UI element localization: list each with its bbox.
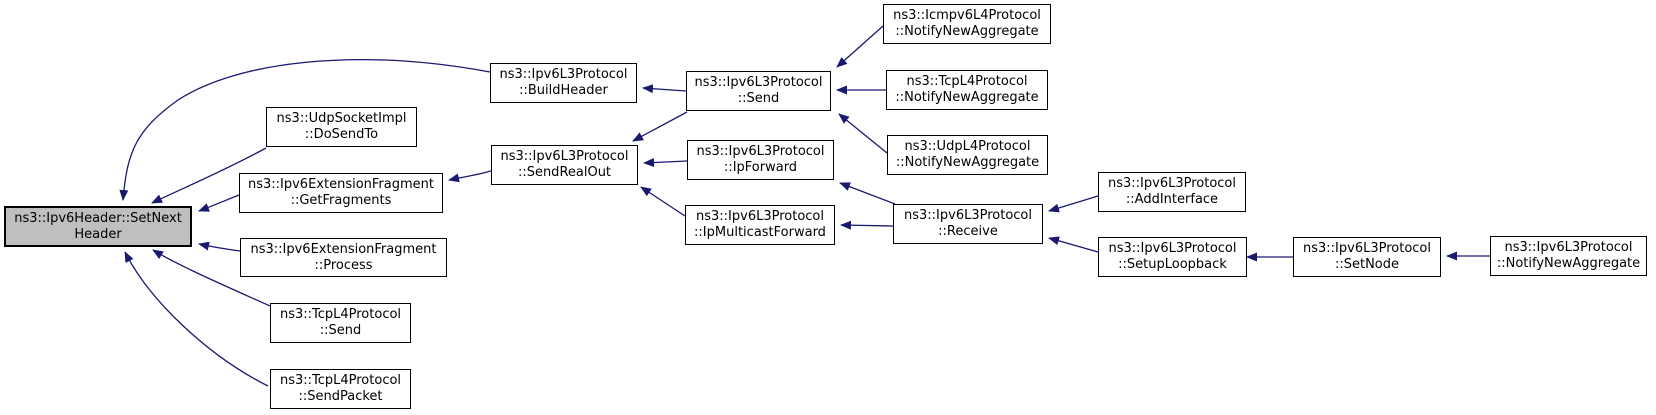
edge-icmpv6nna-to-send [836, 25, 884, 68]
node-ipv6l3protocol-ipforward[interactable]: ns3::Ipv6L3Protocol ::IpForward [687, 140, 834, 180]
edge-dosendto-to-setnextheader [151, 147, 267, 204]
edge-setuploopback-to-receive [1048, 236, 1099, 253]
node-icmpv6l4protocol-notifynewaggregate[interactable]: ns3::Icmpv6L4Protocol ::NotifyNewAggrega… [883, 4, 1051, 44]
node-ipv6l3protocol-addinterface[interactable]: ns3::Ipv6L3Protocol ::AddInterface [1098, 172, 1246, 212]
node-ipv6l3protocol-setnode[interactable]: ns3::Ipv6L3Protocol ::SetNode [1293, 237, 1441, 277]
edge-tcpsend-to-setnextheader [152, 249, 271, 307]
edge-receive-to-ipmulticastforward [840, 220, 894, 230]
edge-udpnna-to-send [838, 113, 888, 154]
edge-send-to-buildheader [642, 84, 687, 94]
edge-sendpacket-to-setnextheader [124, 251, 269, 387]
node-ipv6l3protocol-ipmulticastforward[interactable]: ns3::Ipv6L3Protocol ::IpMulticastForward [685, 205, 835, 245]
node-ipv6l3protocol-setuploopback[interactable]: ns3::Ipv6L3Protocol ::SetupLoopback [1098, 237, 1247, 277]
edge-ipmulticastforward-to-sendrealout [640, 186, 686, 217]
node-tcpl4protocol-notifynewaggregate[interactable]: ns3::TcpL4Protocol ::NotifyNewAggregate [886, 70, 1048, 110]
node-ipv6l3protocol-sendrealout[interactable]: ns3::Ipv6L3Protocol ::SendRealOut [491, 145, 638, 185]
edge-addinterface-to-receive [1048, 195, 1099, 213]
edge-ipforward-to-sendrealout [643, 158, 688, 168]
node-ipv6l3protocol-receive[interactable]: ns3::Ipv6L3Protocol ::Receive [893, 204, 1043, 244]
node-ipv6header-setnextheader: ns3::Ipv6Header::SetNext Header [4, 206, 192, 247]
node-ipv6l3protocol-notifynewaggregate[interactable]: ns3::Ipv6L3Protocol ::NotifyNewAggregate [1490, 236, 1647, 276]
edge-send-to-sendrealout [632, 111, 688, 142]
node-ipv6l3protocol-send[interactable]: ns3::Ipv6L3Protocol ::Send [686, 71, 831, 111]
node-ipv6extensionfragment-process[interactable]: ns3::Ipv6ExtensionFragment ::Process [240, 238, 447, 277]
node-tcpl4protocol-sendpacket[interactable]: ns3::TcpL4Protocol ::SendPacket [270, 369, 411, 409]
node-udpl4protocol-notifynewaggregate[interactable]: ns3::UdpL4Protocol ::NotifyNewAggregate [887, 135, 1048, 175]
edge-process-to-setnextheader [198, 241, 241, 252]
edge-sendrealout-to-getfragments [448, 170, 492, 183]
edge-getfragments-to-setnextheader [198, 194, 240, 212]
edge-buildheader-to-setnextheader [119, 59, 491, 201]
node-tcpl4protocol-send[interactable]: ns3::TcpL4Protocol ::Send [270, 303, 411, 343]
edge-receive-to-ipforward [839, 182, 896, 205]
node-ipv6l3protocol-buildheader[interactable]: ns3::Ipv6L3Protocol ::BuildHeader [490, 63, 637, 103]
node-ipv6extensionfragment-getfragments[interactable]: ns3::Ipv6ExtensionFragment ::GetFragment… [239, 173, 443, 213]
node-udpsocketimpl-dosendto[interactable]: ns3::UdpSocketImpl ::DoSendTo [266, 107, 417, 147]
